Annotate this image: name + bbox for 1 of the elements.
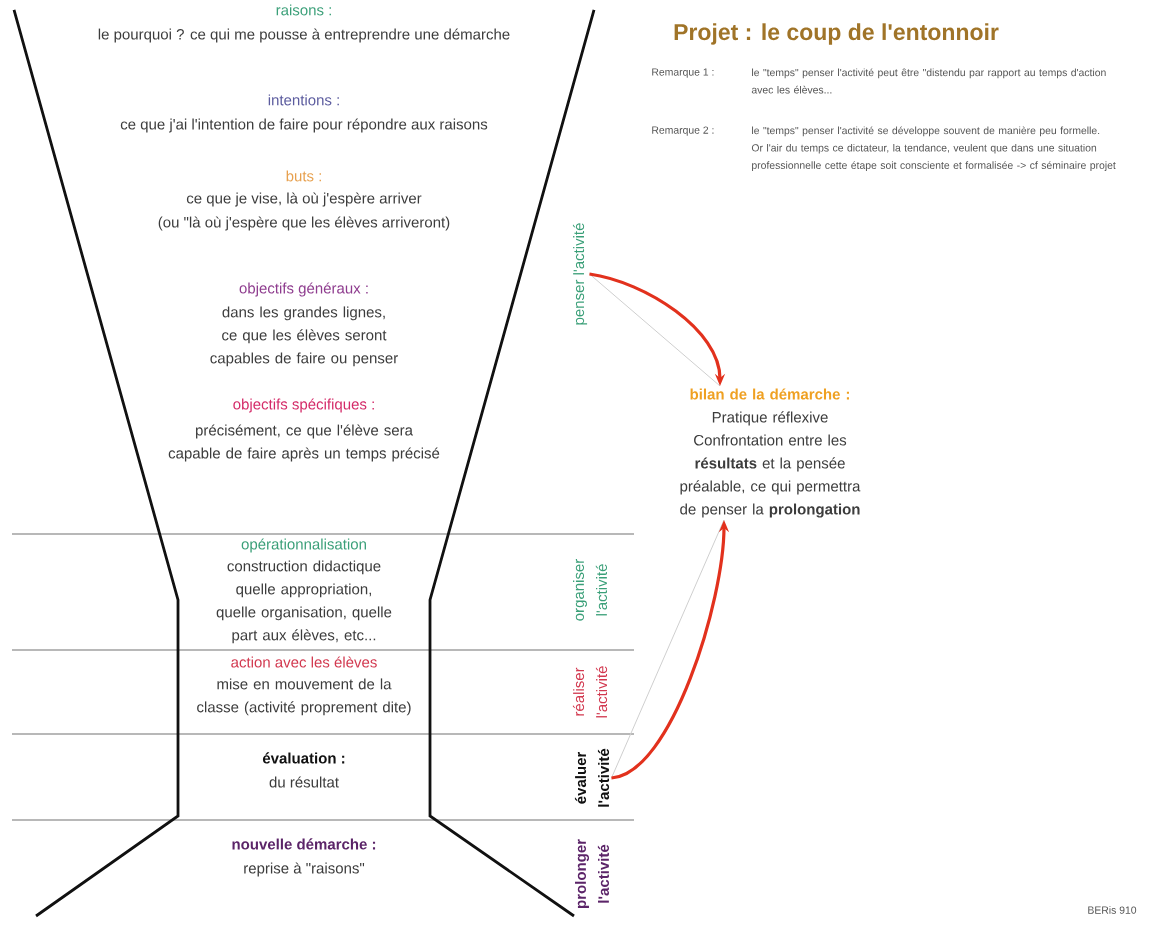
title: Projet : le coup de l'entonnoir [674, 23, 999, 45]
